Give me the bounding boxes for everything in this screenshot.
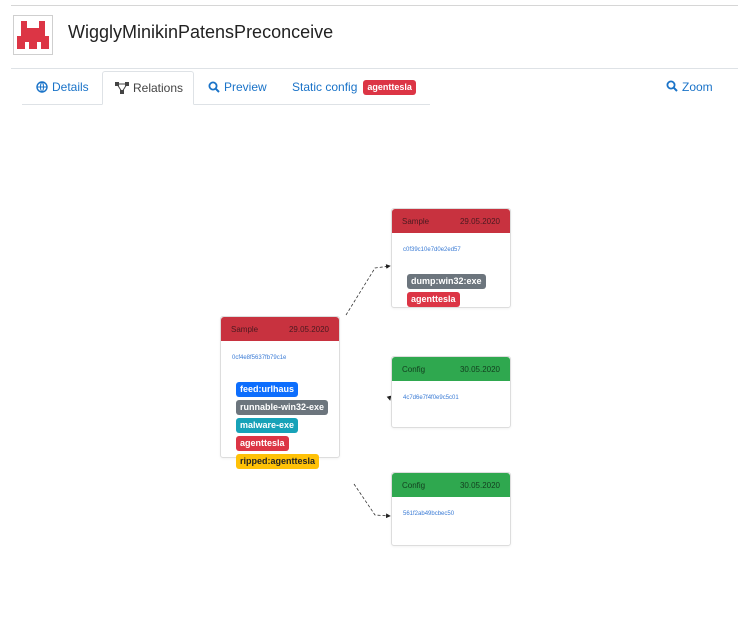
tab-relations[interactable]: Relations [102, 71, 194, 105]
tab-static-config-badge: agenttesla [363, 80, 416, 95]
tab-static-config[interactable]: Static config agenttesla [292, 71, 416, 104]
node-tags: dump:win32:exe agenttesla [407, 274, 486, 307]
node-main-sample[interactable]: Sample 29.05.2020 0cf4e8f5637fb79c1e fee… [220, 316, 340, 469]
tag-badge[interactable]: agenttesla [407, 292, 460, 307]
node-header: Sample 29.05.2020 [392, 209, 510, 233]
node-child-config[interactable]: Config 30.05.2020 561f2ab49bcbec50 [391, 472, 511, 546]
node-hash-link[interactable]: 561f2ab49bcbec50 [403, 511, 455, 517]
tab-preview[interactable]: Preview [208, 71, 267, 104]
network-icon [36, 81, 48, 93]
tag-badge[interactable]: ripped:agenttesla [236, 454, 320, 469]
search-icon [208, 81, 220, 93]
malware-logo-icon [17, 21, 49, 49]
node-hash-link[interactable]: c0f39c10e7d0e2ed57 [403, 247, 461, 253]
node-header: Sample 29.05.2020 [221, 317, 339, 341]
node-date: 30.05.2020 [459, 480, 500, 490]
top-divider [11, 5, 738, 6]
tag-badge[interactable]: dump:win32:exe [407, 274, 486, 289]
node-header: Config 30.05.2020 [392, 357, 510, 381]
search-icon [666, 80, 678, 92]
edge-main-child3 [353, 483, 391, 519]
relations-icon [115, 82, 129, 94]
node-date: 30.05.2020 [459, 364, 500, 374]
edge-main-child1 [345, 264, 391, 316]
node-date: 29.05.2020 [459, 216, 500, 226]
tab-static-config-label: Static config [292, 80, 358, 94]
node-child-sample[interactable]: Sample 29.05.2020 c0f39c10e7d0e2ed57 dum… [391, 208, 511, 308]
node-type: Sample [402, 216, 430, 226]
node-type: Sample [231, 324, 259, 334]
node-tags: feed:urlhaus runnable-win32-exe malware-… [236, 382, 329, 469]
node-child-config[interactable]: Config 30.05.2020 4c7d6e7f4f0e9c5c01 [391, 356, 511, 428]
header-divider [11, 68, 738, 69]
tab-relations-label: Relations [133, 81, 184, 95]
tab-bar: Details Relations Preview Static config … [22, 71, 430, 105]
zoom-button[interactable]: Zoom [666, 80, 713, 94]
tag-badge[interactable]: feed:urlhaus [236, 382, 299, 397]
node-date: 29.05.2020 [288, 324, 329, 334]
zoom-label: Zoom [682, 80, 713, 94]
node-type: Config [402, 480, 426, 490]
node-type: Config [402, 364, 426, 374]
node-hash-link[interactable]: 0cf4e8f5637fb79c1e [232, 355, 287, 361]
tab-details[interactable]: Details [36, 71, 89, 104]
tab-preview-label: Preview [224, 80, 267, 94]
node-hash-link[interactable]: 4c7d6e7f4f0e9c5c01 [403, 395, 459, 401]
node-header: Config 30.05.2020 [392, 473, 510, 497]
tag-badge[interactable]: malware-exe [236, 418, 299, 433]
edge-main-child2 [386, 395, 392, 401]
page-title: WigglyMinikinPatensPreconceive [68, 22, 334, 42]
tag-badge[interactable]: agenttesla [236, 436, 289, 451]
tag-badge[interactable]: runnable-win32-exe [236, 400, 329, 415]
tab-details-label: Details [52, 80, 89, 94]
app-logo [13, 15, 53, 55]
